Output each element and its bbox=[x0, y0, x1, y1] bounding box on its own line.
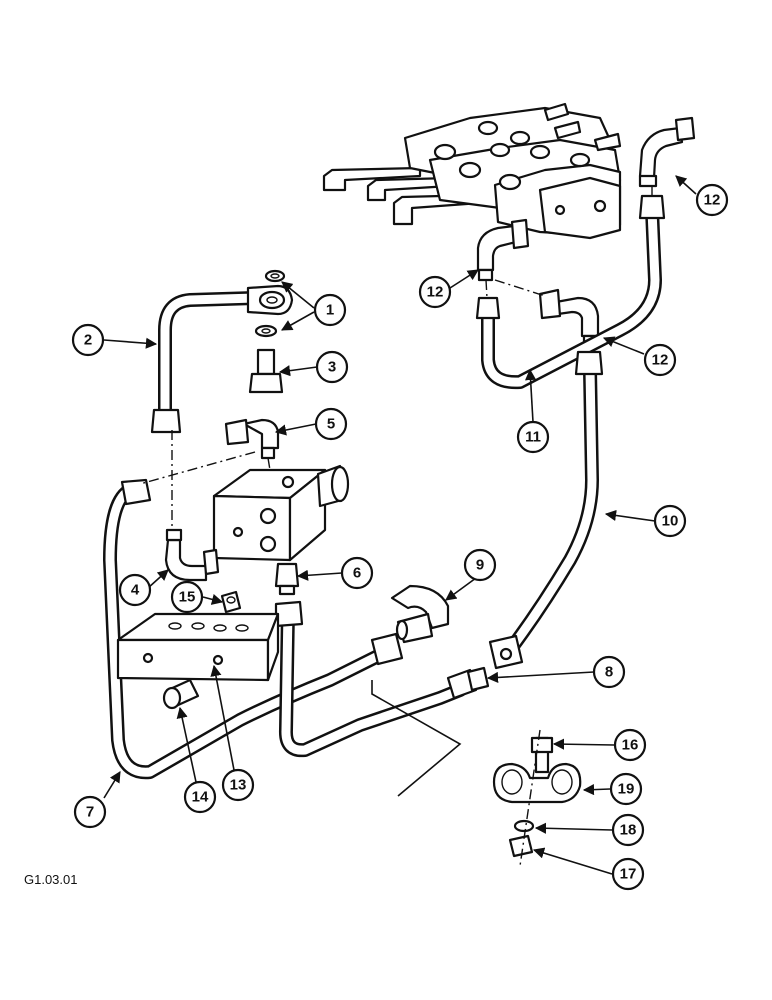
callout-15: 15 bbox=[170, 580, 204, 614]
callout-13: 13 bbox=[221, 768, 255, 802]
callout-17: 17 bbox=[611, 857, 645, 891]
banjo-fitting bbox=[246, 269, 294, 338]
pipe-10 bbox=[503, 363, 599, 657]
elbow-fitting-top-right bbox=[638, 116, 696, 188]
callout-12-lower: 12 bbox=[643, 343, 677, 377]
adapter-fitting-6 bbox=[274, 562, 300, 596]
svg-text:4: 4 bbox=[131, 582, 140, 599]
valve-end-block bbox=[538, 176, 622, 240]
valve-lever-1 bbox=[322, 166, 422, 192]
pipe-11-nut-a bbox=[475, 296, 501, 320]
nut-15 bbox=[220, 590, 242, 614]
clip-nut bbox=[508, 834, 534, 858]
callout-12-left: 12 bbox=[418, 275, 452, 309]
svg-text:18: 18 bbox=[620, 822, 637, 839]
callout-19: 19 bbox=[609, 772, 643, 806]
svg-text:5: 5 bbox=[327, 416, 335, 433]
leader-lines bbox=[103, 175, 697, 875]
callout-9: 9 bbox=[463, 548, 497, 582]
svg-text:1: 1 bbox=[326, 302, 334, 319]
pipe-7-nut-top bbox=[120, 478, 152, 506]
callout-16: 16 bbox=[613, 728, 647, 762]
svg-text:10: 10 bbox=[662, 513, 679, 530]
callout-6: 6 bbox=[340, 556, 374, 590]
washer-top bbox=[264, 269, 286, 283]
clip-washer bbox=[513, 819, 535, 833]
svg-text:16: 16 bbox=[622, 737, 639, 754]
pipe-clip-assembly bbox=[492, 736, 582, 858]
manifold-block bbox=[116, 612, 280, 682]
figure-reference-code: G1.03.01 bbox=[24, 872, 78, 887]
section-break-lines bbox=[371, 680, 462, 797]
callout-8: 8 bbox=[592, 655, 626, 689]
alignment-lines bbox=[139, 186, 653, 867]
elbow-fitting-4 bbox=[164, 528, 220, 582]
elbow-fitting-upper bbox=[476, 218, 530, 282]
svg-text:9: 9 bbox=[476, 557, 484, 574]
callout-10: 10 bbox=[653, 504, 687, 538]
callout-4: 4 bbox=[118, 573, 152, 607]
bolt-14 bbox=[162, 678, 200, 710]
callout-14: 14 bbox=[183, 780, 217, 814]
callout-5: 5 bbox=[314, 407, 348, 441]
washer-bottom bbox=[254, 324, 278, 338]
callout-18: 18 bbox=[611, 813, 645, 847]
svg-text:19: 19 bbox=[618, 781, 635, 798]
svg-text:2: 2 bbox=[84, 332, 92, 349]
pipe-10-nut-top bbox=[574, 350, 604, 376]
callout-2: 2 bbox=[71, 323, 105, 357]
elbow-fitting-9 bbox=[390, 584, 450, 644]
svg-text:12: 12 bbox=[652, 352, 669, 369]
svg-text:6: 6 bbox=[353, 565, 361, 582]
pipe-2 bbox=[158, 291, 262, 419]
banjo-bolt bbox=[248, 348, 284, 394]
elbow-fitting-lower bbox=[538, 288, 600, 348]
svg-text:14: 14 bbox=[192, 789, 209, 806]
svg-text:11: 11 bbox=[525, 429, 541, 446]
relief-valve-block bbox=[212, 464, 350, 562]
pipe-7-nut-end bbox=[370, 632, 404, 666]
svg-text:15: 15 bbox=[179, 589, 196, 606]
svg-text:17: 17 bbox=[620, 866, 637, 883]
straight-connector-8 bbox=[446, 666, 490, 700]
svg-text:7: 7 bbox=[86, 804, 94, 821]
svg-text:3: 3 bbox=[328, 359, 336, 376]
callout-12-top-right: 12 bbox=[695, 183, 729, 217]
callout-1: 1 bbox=[313, 293, 347, 327]
callout-3: 3 bbox=[315, 350, 349, 384]
svg-text:13: 13 bbox=[230, 777, 247, 794]
pipe-8-nut-top bbox=[274, 600, 304, 628]
elbow-fitting-5 bbox=[224, 418, 280, 460]
svg-text:8: 8 bbox=[605, 664, 613, 681]
pipe-2-nut bbox=[150, 408, 182, 434]
svg-text:12: 12 bbox=[427, 284, 444, 301]
pipe-11-nut-b bbox=[638, 194, 666, 220]
callout-7: 7 bbox=[73, 795, 107, 829]
valve-lever-2 bbox=[366, 176, 452, 202]
control-valve-assembly bbox=[322, 102, 622, 240]
callout-11: 11 bbox=[516, 420, 550, 454]
svg-text:12: 12 bbox=[704, 192, 721, 209]
